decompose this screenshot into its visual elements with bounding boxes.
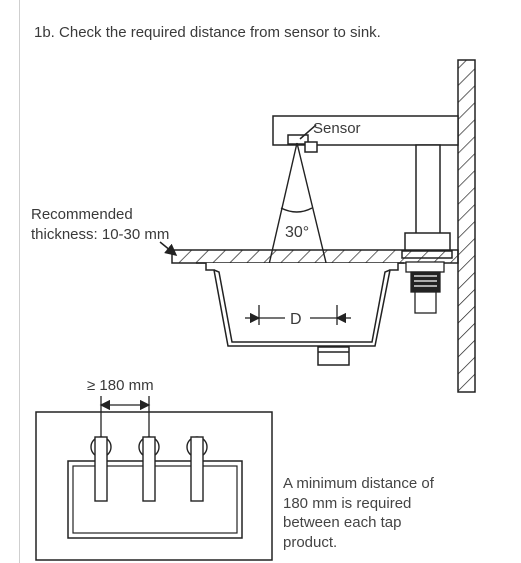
- sensor-module: [287, 124, 318, 153]
- spacing-note: A minimum distance of 180 mm is required…: [283, 475, 434, 551]
- spacing-dimension: [99, 396, 151, 437]
- countertop: [171, 249, 459, 264]
- thickness-label-line2: thickness: 10-30 mm: [31, 226, 170, 243]
- tap-body: [272, 115, 459, 259]
- content-frame: [19, 0, 521, 563]
- angle-label: 30°: [285, 224, 310, 241]
- d-dimension: [245, 305, 351, 325]
- sensor-label: Sensor: [313, 120, 361, 137]
- sink-basin: [196, 262, 404, 366]
- distance-d-label: D: [290, 311, 302, 328]
- wall: [457, 59, 476, 393]
- tap-top-view: [90, 436, 208, 502]
- fixing-nut: [405, 261, 445, 314]
- min-spacing-label: ≥ 180 mm: [87, 377, 154, 394]
- thickness-arrow: [159, 241, 178, 256]
- step-heading: 1b. Check the required distance from sen…: [34, 24, 381, 41]
- thickness-label-line1: Recommended: [31, 206, 133, 223]
